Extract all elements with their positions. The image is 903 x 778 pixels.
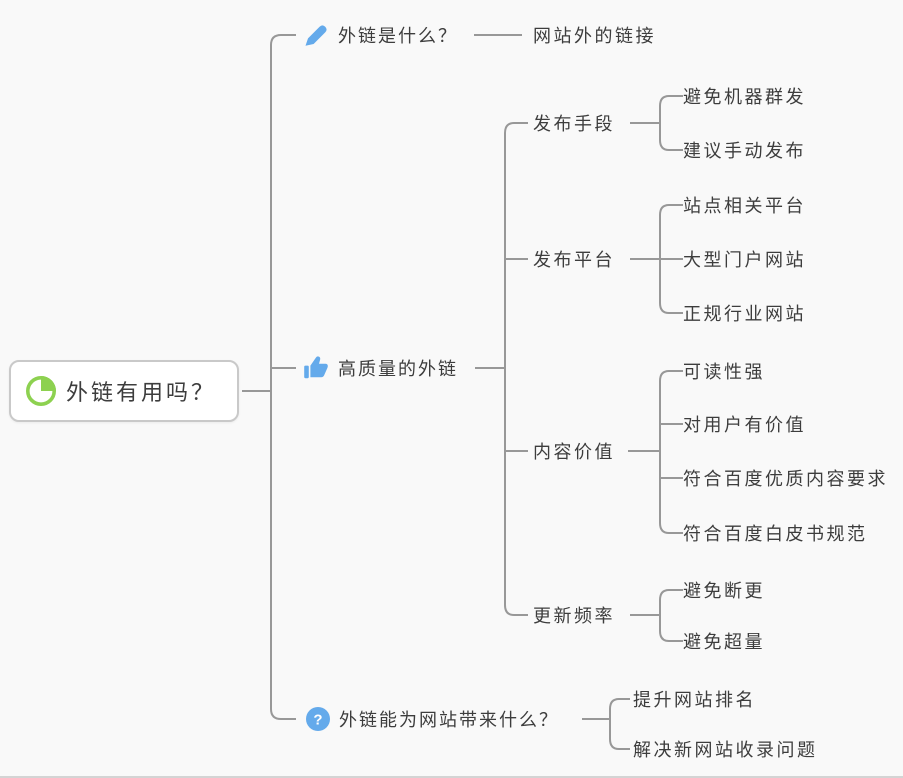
topic-what-backlinks-bring[interactable]: ? 外链能为网站带来什么？ — [306, 706, 559, 732]
node-meets-baidu-quality-content[interactable]: 符合百度优质内容要求 — [683, 469, 888, 489]
thumbs-up-icon — [302, 354, 330, 382]
node-site-related-platforms[interactable]: 站点相关平台 — [683, 196, 806, 216]
topic-high-quality-backlinks[interactable]: 高质量的外链 — [302, 354, 458, 382]
svg-text:?: ? — [313, 711, 322, 728]
topic-label: 外链能为网站带来什么？ — [339, 710, 559, 730]
node-meets-baidu-whitepaper[interactable]: 符合百度白皮书规范 — [683, 524, 868, 544]
node-formal-industry-sites[interactable]: 正规行业网站 — [683, 304, 806, 324]
subtopic-publishing-platform[interactable]: 发布平台 — [533, 250, 615, 270]
node-avoid-stopping-updates[interactable]: 避免断更 — [683, 581, 765, 601]
node-valuable-to-users[interactable]: 对用户有价值 — [683, 415, 806, 435]
node-improve-site-ranking[interactable]: 提升网站排名 — [633, 690, 756, 710]
node-highly-readable[interactable]: 可读性强 — [683, 362, 765, 382]
connector-group — [242, 34, 683, 750]
node-avoid-machine-mass-posting[interactable]: 避免机器群发 — [683, 87, 806, 107]
root-topic-label: 外链有用吗？ — [66, 380, 217, 405]
subtopic-update-frequency[interactable]: 更新频率 — [533, 606, 615, 626]
topic-what-are-backlinks[interactable]: 外链是什么？ — [302, 21, 458, 49]
node-link-outside-site[interactable]: 网站外的链接 — [533, 26, 656, 46]
subtopic-publishing-method[interactable]: 发布手段 — [533, 114, 615, 134]
question-icon: ? — [306, 707, 330, 731]
subtopic-content-value[interactable]: 内容价值 — [533, 442, 615, 462]
topic-label: 高质量的外链 — [338, 359, 458, 379]
root-topic[interactable]: 外链有用吗？ — [9, 360, 239, 422]
topic-label: 外链是什么？ — [338, 26, 458, 46]
pie-progress-icon — [25, 375, 57, 407]
node-solve-new-site-indexing[interactable]: 解决新网站收录问题 — [633, 740, 818, 760]
node-large-portal-sites[interactable]: 大型门户网站 — [683, 250, 806, 270]
node-avoid-excess[interactable]: 避免超量 — [683, 632, 765, 652]
pencil-icon — [302, 21, 330, 49]
node-manual-publishing-recommended[interactable]: 建议手动发布 — [683, 141, 806, 161]
